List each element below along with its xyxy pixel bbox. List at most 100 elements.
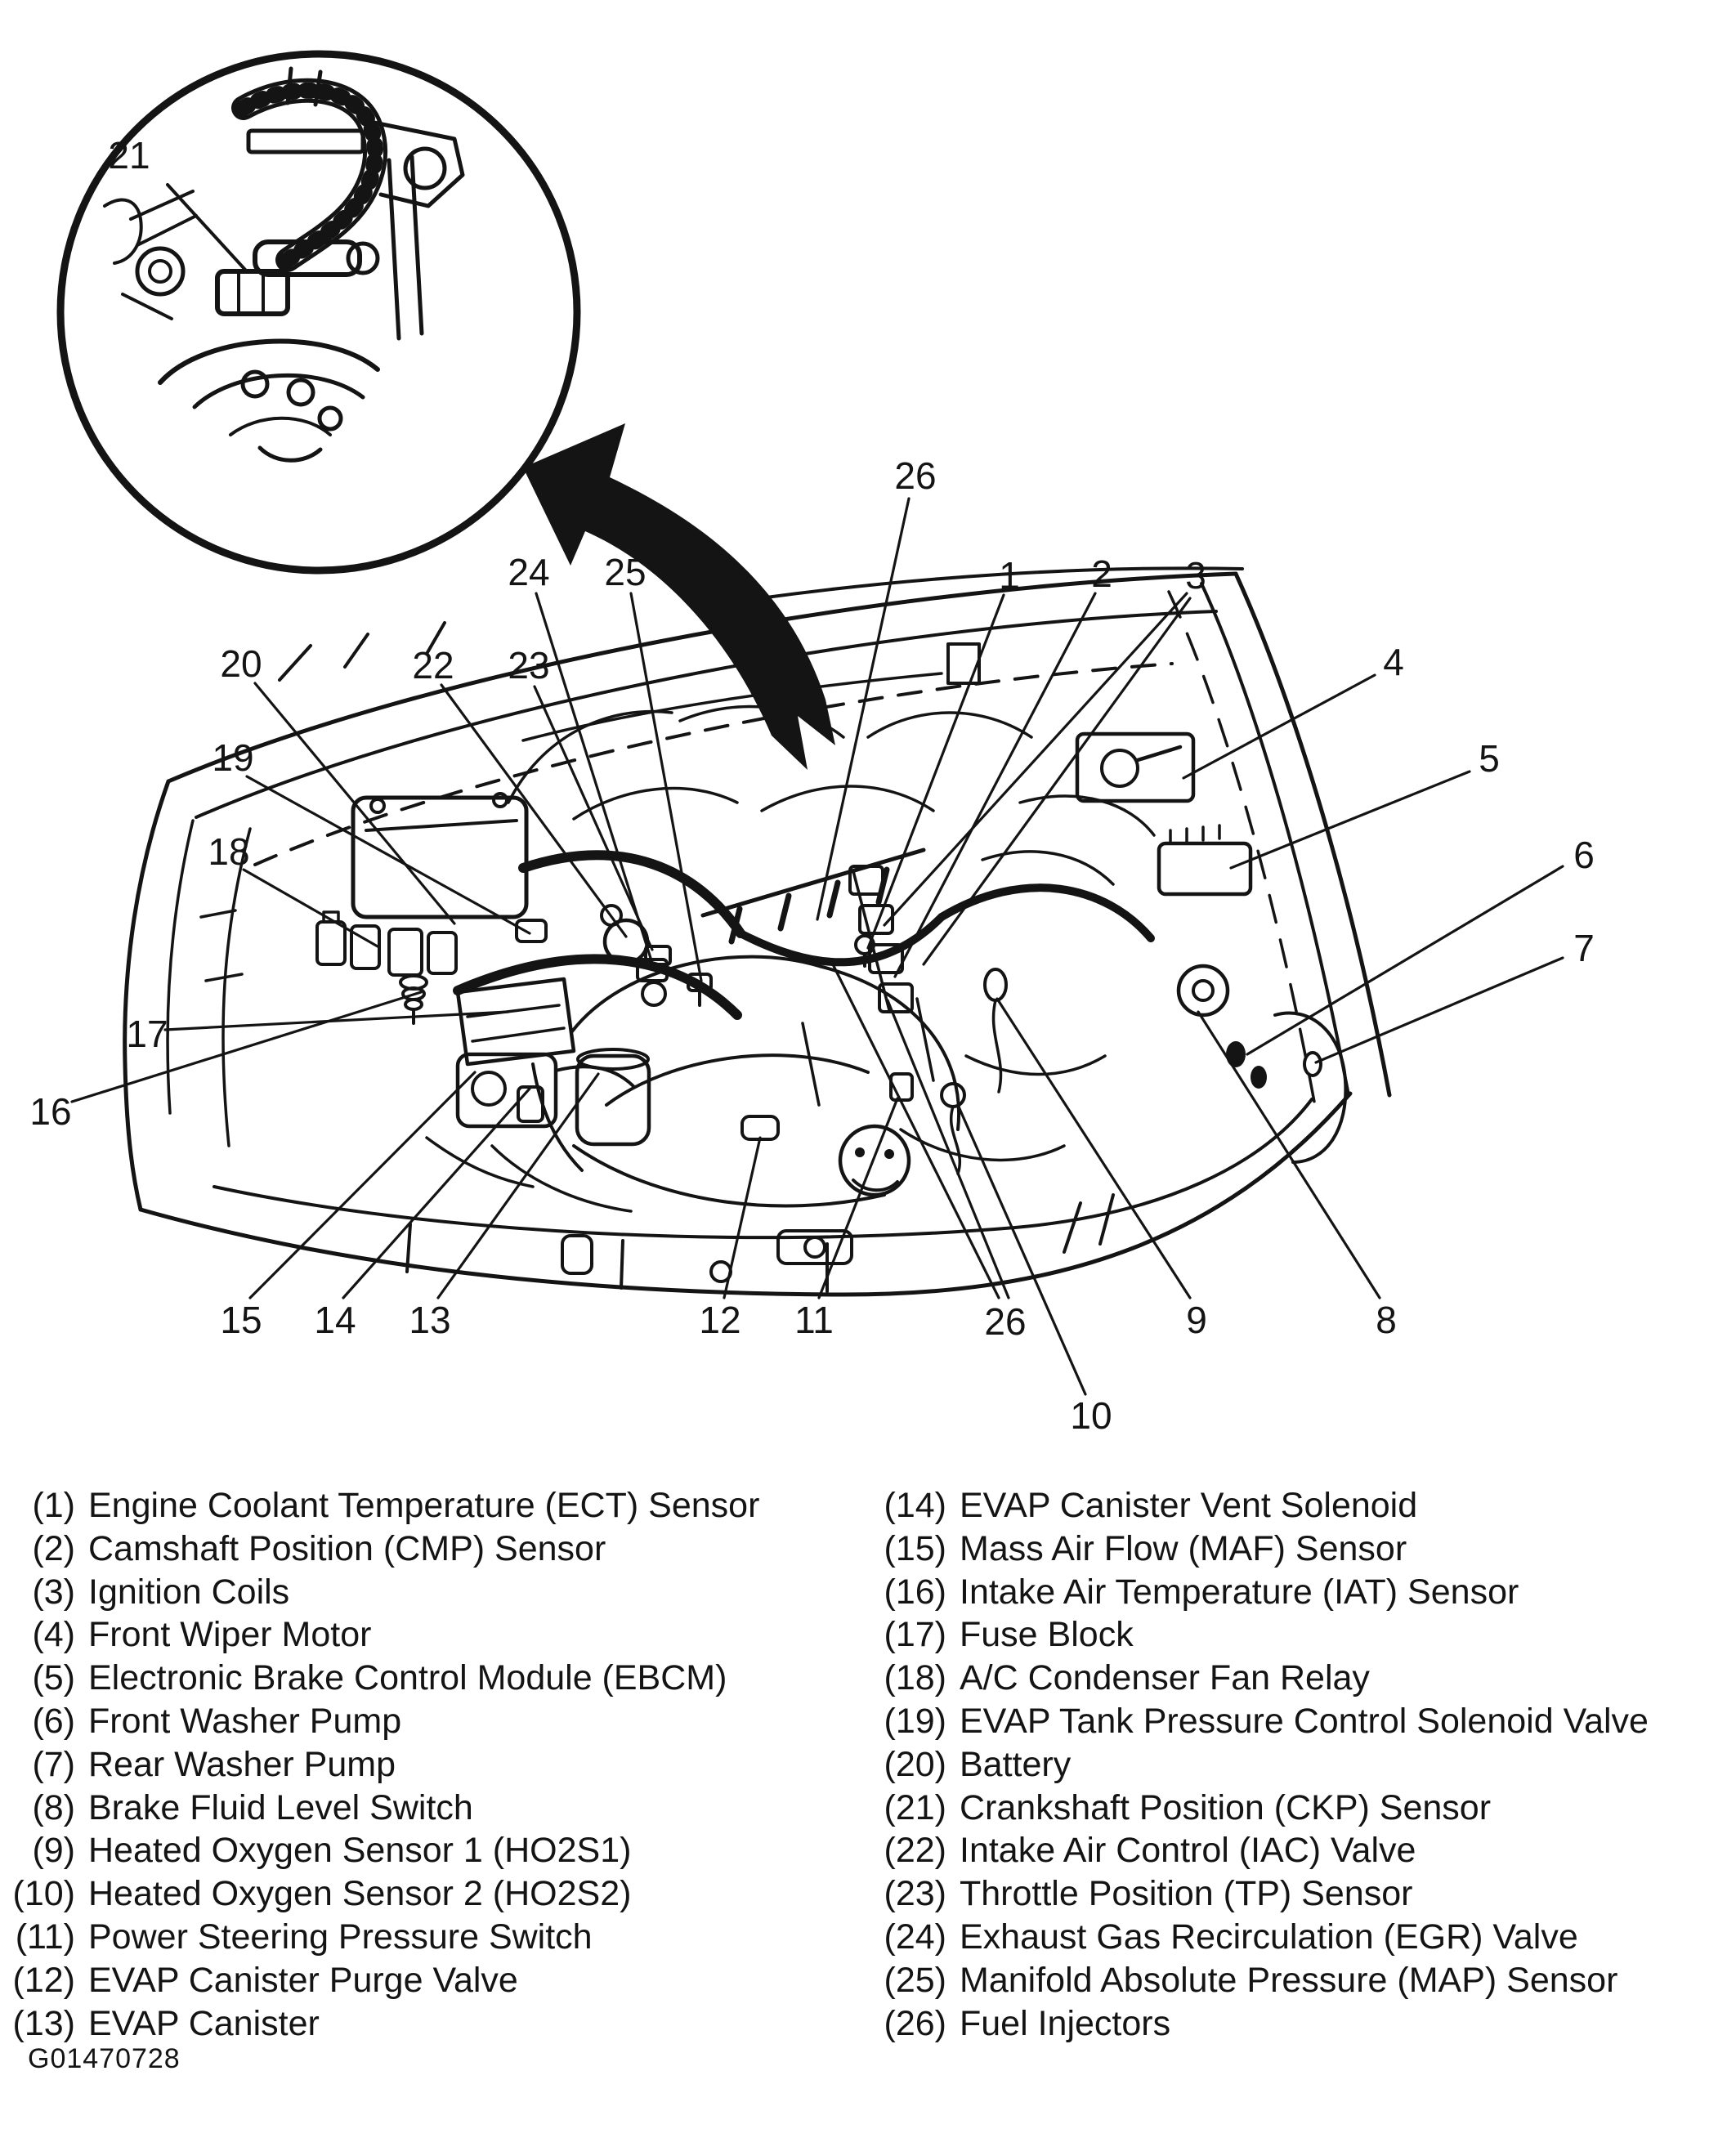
legend-item: (7) Rear Washer Pump	[0, 1743, 834, 1787]
callout-labels: 21 26 24 25 1 2 3 4 5 6 7 20 22 23 19 18…	[29, 134, 1594, 1437]
legend-item-label: Heated Oxygen Sensor 1 (HO2S1)	[88, 1831, 632, 1871]
leader-line-26b-b	[886, 999, 1010, 1299]
callout-13: 13	[409, 1299, 450, 1341]
callout-11: 11	[794, 1299, 834, 1341]
callout-10: 10	[1070, 1394, 1112, 1437]
hose-and-cable-sketch-lines	[425, 704, 1156, 1283]
legend-item-label: EVAP Canister Purge Valve	[88, 1960, 518, 2000]
fuse-block-shape	[455, 977, 576, 1067]
mounting-bracket-sketch	[246, 66, 465, 341]
legend-item: (13) EVAP Canister	[0, 2002, 834, 2046]
leader-line-2	[893, 592, 1097, 978]
leader-line-20	[253, 682, 456, 925]
legend-item: (10)Heated Oxygen Sensor 2 (HO2S2)	[0, 1872, 834, 1916]
washer-bottle-shape	[1226, 1011, 1348, 1164]
legend-item: (3)Ignition Coils	[0, 1571, 834, 1614]
callout-6: 6	[1573, 834, 1595, 876]
callout-leader-lines	[70, 497, 1564, 1396]
legend-item-number: (8)	[32, 1787, 75, 1827]
battery-shape	[351, 792, 529, 919]
legend-item: (1)Engine Coolant Temperature (ECT) Sens…	[0, 1484, 834, 1527]
callout-8: 8	[1376, 1299, 1397, 1341]
leader-line-16	[70, 991, 423, 1103]
evap-tank-pressure-solenoid-shape	[515, 919, 548, 943]
figure-id: G01470728	[28, 2043, 181, 2074]
leader-line-1	[866, 593, 1005, 950]
legend-item: (14)EVAP Canister Vent Solenoid	[871, 1484, 1705, 1527]
legend-item: (9)Heated Oxygen Sensor 1 (HO2S1)	[0, 1829, 834, 1872]
leader-line-5	[1229, 770, 1471, 870]
leader-line-3b	[922, 597, 1192, 966]
legend-item-label: EVAP Canister	[88, 2003, 320, 2043]
callout-4: 4	[1383, 641, 1404, 683]
callout-17: 17	[126, 1013, 168, 1055]
leader-line-10	[956, 1103, 1087, 1396]
inset-pointer-arrow	[523, 423, 835, 770]
wiper-motor-shape	[1075, 731, 1196, 803]
ebcm-shape	[1157, 824, 1253, 897]
legend-item: (5)Electronic Brake Control Module (EBCM…	[0, 1657, 834, 1700]
legend-item-label: Battery	[960, 1744, 1072, 1784]
engine-compartment-diagram: 21 26 24 25 1 2 3 4 5 6 7 20 22 23 19 18…	[29, 50, 1595, 1437]
legend-item: (12) EVAP Canister Purge Valve	[0, 1959, 834, 2002]
legend-item-label: Power Steering Pressure Switch	[88, 1917, 593, 1957]
legend-item-number: (24)	[884, 1917, 946, 1957]
legend-item-number: (15)	[884, 1528, 946, 1568]
relay-bank-shape	[315, 910, 458, 977]
legend-item: (8) Brake Fluid Level Switch	[0, 1787, 834, 1830]
legend-item: (22)Intake Air Control (IAC) Valve	[871, 1829, 1705, 1872]
legend-item-number: (6)	[32, 1701, 75, 1741]
legend-item-number: (25)	[884, 1960, 946, 2000]
legend-item-label: A/C Condenser Fan Relay	[960, 1658, 1370, 1698]
callout-26-bottom: 26	[984, 1300, 1026, 1343]
leader-line-14	[342, 1087, 531, 1299]
legend-item-number: (17)	[884, 1615, 946, 1655]
legend-item-label: Rear Washer Pump	[88, 1744, 396, 1784]
leader-line-26-top	[816, 497, 911, 921]
leader-line-19	[245, 775, 531, 935]
legend-item-label: Intake Air Control (IAC) Valve	[960, 1831, 1416, 1871]
callout-20: 20	[220, 642, 262, 685]
legend-item: (25) Manifold Absolute Pressure (MAP) Sen…	[871, 1959, 1705, 2002]
callout-21: 21	[108, 134, 150, 177]
legend-item: (21)Crankshaft Position (CKP) Sensor	[871, 1787, 1705, 1830]
legend-item-number: (2)	[32, 1528, 75, 1568]
callout-24: 24	[508, 551, 549, 593]
legend-item-number: (26)	[884, 2003, 946, 2043]
corrugated-hose-sketch	[231, 78, 388, 272]
legend-item-number: (21)	[884, 1787, 946, 1827]
legend-item-label: Exhaust Gas Recirculation (EGR) Valve	[960, 1917, 1578, 1957]
callout-9: 9	[1186, 1299, 1207, 1341]
valve-cover-sketch	[531, 955, 961, 1208]
leader-line-15	[248, 1071, 477, 1299]
leader-line-9	[996, 997, 1192, 1299]
leader-line-22	[440, 683, 628, 938]
callout-5: 5	[1479, 737, 1500, 780]
callout-26-top: 26	[894, 454, 936, 497]
legend-item-number: (7)	[32, 1744, 75, 1784]
leader-line-11	[817, 1097, 899, 1299]
legend-item: (2)Camshaft Position (CMP) Sensor	[0, 1527, 834, 1571]
purge-valve-shape	[740, 1115, 780, 1141]
callout-25: 25	[604, 551, 646, 593]
leader-line-26b-a	[832, 964, 1000, 1299]
callout-16: 16	[29, 1090, 71, 1133]
rear-washer-pump-shape	[1303, 1051, 1322, 1077]
legend-item-label: EVAP Tank Pressure Control Solenoid Valv…	[960, 1701, 1649, 1741]
callout-7: 7	[1573, 927, 1595, 969]
legend-item-number: (13)	[12, 2003, 75, 2043]
legend-item-number: (12)	[12, 1960, 75, 2000]
legend-item-label: Manifold Absolute Pressure (MAP) Sensor	[960, 1960, 1618, 2000]
legend-item-label: Intake Air Temperature (IAT) Sensor	[960, 1572, 1519, 1612]
callout-2: 2	[1091, 552, 1112, 595]
legend-item-label: Engine Coolant Temperature (ECT) Sensor	[88, 1486, 760, 1525]
body-outline-sketch	[123, 566, 1392, 1297]
legend-item-label: Brake Fluid Level Switch	[88, 1787, 473, 1827]
callout-23: 23	[508, 644, 549, 687]
legend-item-number: (5)	[32, 1658, 75, 1698]
legend-item-label: Front Wiper Motor	[88, 1615, 372, 1655]
leader-line-6	[1246, 865, 1564, 1056]
hood-latch-shape	[776, 1229, 853, 1265]
fuel-rail-shape	[700, 848, 926, 945]
legend-item-number: (18)	[884, 1658, 946, 1698]
